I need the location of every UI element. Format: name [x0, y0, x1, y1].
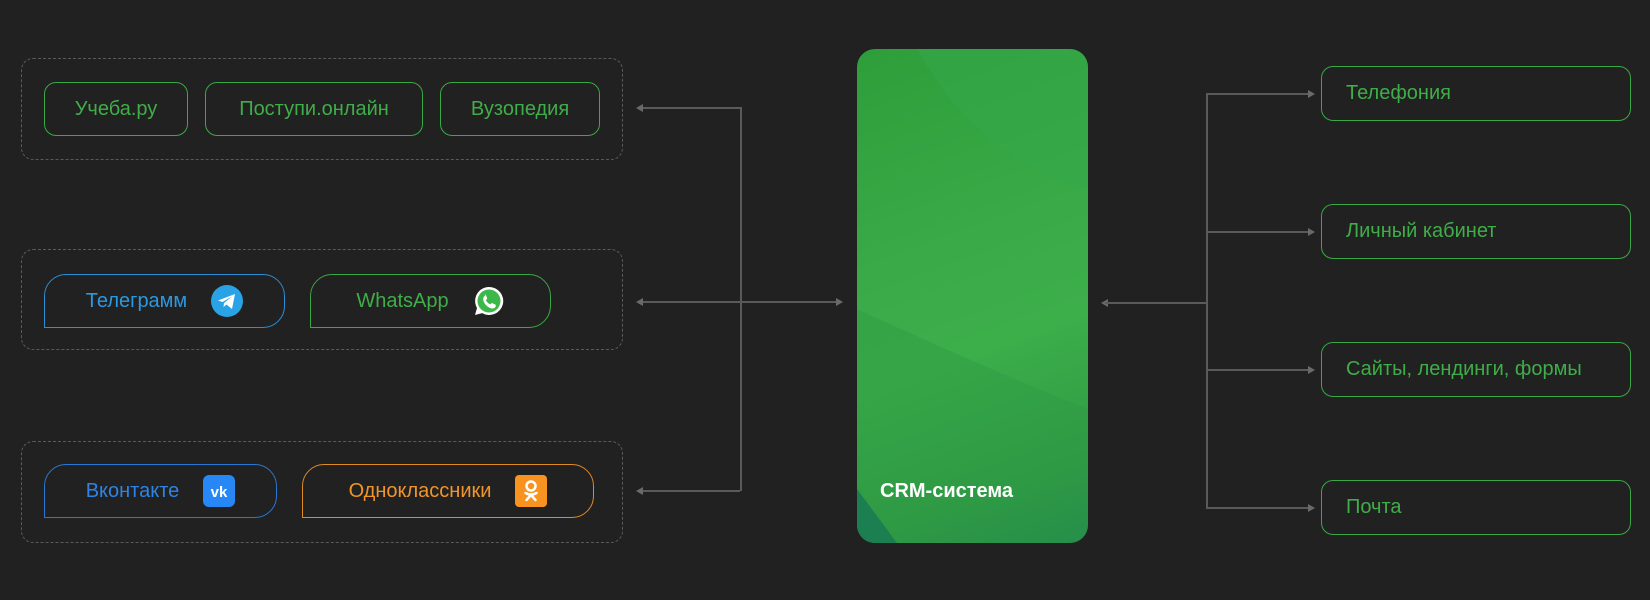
crm-card: CRM-система: [857, 49, 1088, 543]
connector-out-1: [1206, 93, 1310, 95]
arrowhead-icon: [636, 104, 643, 112]
chip-ucheba[interactable]: Учеба.ру: [44, 82, 188, 136]
chip-label: Телеграмм: [85, 289, 188, 312]
chip-label: Вконтакте: [85, 479, 180, 502]
output-sites-forms[interactable]: Сайты, лендинги, формы: [1321, 342, 1631, 397]
connector-out-3: [1206, 369, 1310, 371]
output-label: Сайты, лендинги, формы: [1346, 358, 1582, 380]
connector-out-2: [1206, 231, 1310, 233]
crm-background-shapes: [857, 49, 1088, 543]
connector-vertical-right: [1206, 93, 1208, 508]
arrowhead-icon: [1101, 299, 1108, 307]
arrowhead-icon: [636, 487, 643, 495]
education-sources-group: [21, 58, 623, 160]
connector-social: [640, 490, 740, 492]
arrowhead-icon: [836, 298, 843, 306]
chip-postupi[interactable]: Поступи.онлайн: [205, 82, 423, 136]
chip-odnoklassniki[interactable]: Одноклассники: [302, 464, 594, 518]
output-label: Почта: [1346, 496, 1402, 518]
crm-title: CRM-система: [880, 480, 1014, 502]
arrowhead-icon: [1308, 366, 1315, 374]
chip-label: Поступи.онлайн: [239, 97, 389, 120]
output-label: Телефония: [1346, 82, 1451, 104]
whatsapp-icon: [473, 285, 505, 317]
connector-out-4: [1206, 507, 1310, 509]
output-personal-account[interactable]: Личный кабинет: [1321, 204, 1631, 259]
vk-icon: vk: [203, 475, 236, 507]
telegram-icon: [211, 285, 244, 317]
connector-vertical-left: [740, 107, 742, 491]
output-label: Личный кабинет: [1346, 220, 1497, 242]
chip-vkontakte[interactable]: Вконтакте vk: [44, 464, 277, 518]
chip-vuzopedia[interactable]: Вузопедия: [440, 82, 600, 136]
arrowhead-icon: [1308, 228, 1315, 236]
connector-messengers: [640, 301, 838, 303]
odnoklassniki-icon: [515, 475, 548, 507]
chip-telegram[interactable]: Телеграмм: [44, 274, 285, 328]
chip-label: WhatsApp: [356, 289, 449, 312]
chip-label: Учеба.ру: [74, 97, 158, 120]
output-telephony[interactable]: Телефония: [1321, 66, 1631, 121]
arrowhead-icon: [1308, 504, 1315, 512]
connector-crm-out: [1105, 302, 1206, 304]
output-mail[interactable]: Почта: [1321, 480, 1631, 535]
connector-education: [640, 107, 740, 109]
chip-label: Одноклассники: [348, 479, 492, 502]
chip-label: Вузопедия: [470, 97, 570, 120]
arrowhead-icon: [1308, 90, 1315, 98]
messengers-group: [21, 249, 623, 350]
chip-whatsapp[interactable]: WhatsApp: [310, 274, 551, 328]
arrowhead-icon: [636, 298, 643, 306]
social-group: [21, 441, 623, 543]
svg-text:vk: vk: [211, 484, 228, 501]
